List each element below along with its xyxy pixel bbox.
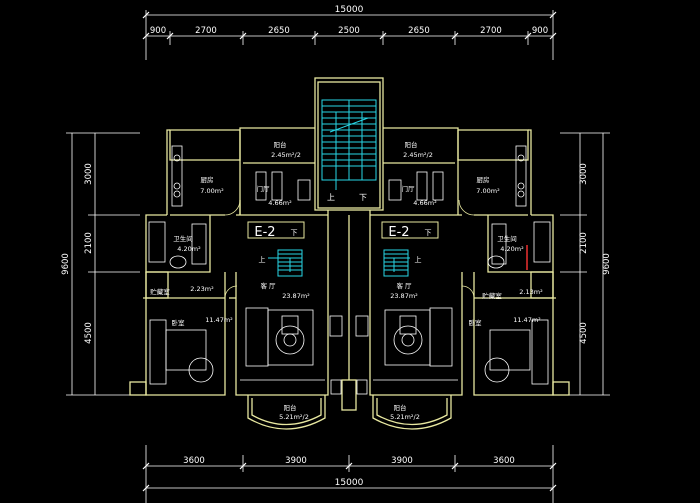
dim-top-4: 2500: [338, 26, 360, 36]
main-stair: [321, 99, 377, 190]
left-storage: 贮藏室: [150, 287, 170, 296]
right-foyer-area: 4.66m²: [413, 199, 437, 207]
dim-right-2: 2100: [579, 232, 589, 254]
dim-right-total: 9600: [602, 253, 612, 275]
left-storage-area: 2.23m²: [190, 285, 214, 293]
dim-top-5: 2650: [408, 26, 430, 36]
unit-label-left-box: [247, 221, 305, 239]
dim-right-3: 4500: [579, 322, 589, 344]
right-bedroom: 卧室: [469, 318, 483, 327]
left-bath-area: 4.20m²: [177, 245, 201, 253]
unit-label-right-box: [381, 221, 439, 239]
left-bedroom: 卧室: [172, 318, 186, 327]
left-foyer-area: 4.66m²: [268, 199, 292, 207]
left-living-area: 23.87m²: [282, 292, 310, 300]
dimension-ticks: [142, 11, 557, 492]
main-stair-up: 上: [327, 193, 335, 202]
dim-top-6: 2700: [480, 26, 502, 36]
left-balcony-n: 阳台: [274, 140, 287, 149]
left-bedroom-area: 11.47m²: [205, 316, 233, 324]
dim-bottom-3: 3900: [391, 456, 413, 466]
right-balcony-s-area: 5.21m²/2: [390, 413, 420, 421]
unit-label-right-down: 下: [425, 229, 432, 237]
right-kitchen: 厨房: [477, 175, 490, 184]
walls: [129, 77, 570, 430]
left-balcony-n-area: 2.45m²/2: [271, 151, 301, 159]
unit-stair-right: [383, 249, 410, 277]
left-kitchen-area: 7.00m²: [200, 187, 224, 195]
dim-overall-bottom: 15000: [335, 478, 364, 488]
unit-label-left: E-2: [254, 225, 275, 240]
furniture: [148, 145, 551, 395]
dim-right-1: 3000: [579, 163, 589, 185]
right-balcony-n-area: 2.45m²/2: [403, 151, 433, 159]
dim-top-3: 2650: [268, 26, 290, 36]
right-balcony-n: 阳台: [405, 140, 418, 149]
dim-top-2: 2700: [195, 26, 217, 36]
dim-overall-top: 15000: [335, 5, 364, 15]
main-stair-down: 下: [359, 193, 367, 202]
left-kitchen: 厨房: [201, 175, 214, 184]
dim-left-1: 3000: [84, 163, 94, 185]
right-foyer: 门厅: [402, 184, 416, 193]
left-unit-labels: 阳台 2.45m²/2 厨房 7.00m² 门厅 4.66m² 卫生间 4.20…: [150, 140, 310, 421]
dim-bottom-4: 3600: [493, 456, 515, 466]
left-balcony-s-area: 5.21m²/2: [279, 413, 309, 421]
unit-stair-left-up: 上: [259, 255, 266, 264]
unit-stair-left: [268, 249, 303, 277]
left-bath: 卫生间: [173, 234, 193, 243]
dim-bottom-1: 3600: [183, 456, 205, 466]
unit-label-right: E-2: [388, 225, 409, 240]
left-foyer: 门厅: [257, 184, 271, 193]
doors: [224, 199, 475, 299]
left-balcony-s: 阳台: [284, 403, 297, 412]
right-balcony-s: 阳台: [394, 403, 407, 412]
dim-top-1: 900: [150, 26, 166, 36]
left-living: 客 厅: [260, 281, 276, 290]
dimension-lines: [66, 10, 610, 503]
dim-left-3: 4500: [84, 322, 94, 344]
unit-stair-right-up: 上: [415, 255, 422, 264]
right-storage-area: 2.13m²: [519, 288, 543, 296]
right-bath: 卫生间: [497, 234, 517, 243]
right-bath-area: 4.20m²: [500, 245, 524, 253]
unit-label-left-down: 下: [291, 229, 298, 237]
dim-left-2: 2100: [84, 232, 94, 254]
right-living-area: 23.87m²: [390, 292, 418, 300]
dim-top-7: 900: [532, 26, 548, 36]
dim-left-total: 9600: [61, 253, 71, 275]
right-living: 客 厅: [396, 281, 412, 290]
right-unit-labels: 阳台 2.45m²/2 厨房 7.00m² 门厅 4.66m² 卫生间 4.20…: [390, 140, 543, 421]
dim-bottom-2: 3900: [285, 456, 307, 466]
right-bedroom-area: 11.47m²: [513, 316, 541, 324]
right-storage: 贮藏室: [482, 291, 502, 300]
right-kitchen-area: 7.00m²: [476, 187, 500, 195]
